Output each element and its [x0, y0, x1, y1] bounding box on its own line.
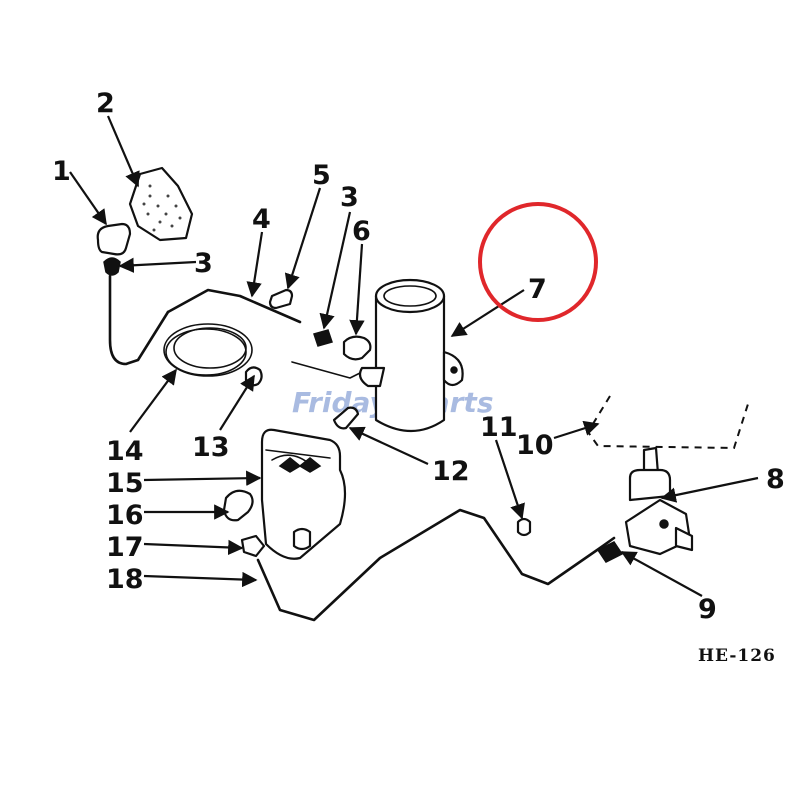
callout-3-center: 3: [340, 182, 359, 213]
callout-15: 15: [106, 468, 144, 499]
wire-lead: [291, 361, 371, 379]
part-6-elbow: [342, 335, 372, 361]
part-14-coiled-line: [163, 323, 253, 377]
part-7-fuel-pump: [358, 278, 464, 432]
callout-1: 1: [52, 156, 71, 187]
part-16-elbow: [222, 489, 254, 522]
part-12-nipple: [332, 406, 360, 430]
part-5-fitting: [268, 288, 294, 310]
leader-lines: [69, 115, 759, 597]
part-3-bolt-center: [313, 329, 333, 347]
callout-7: 7: [528, 274, 547, 305]
part-11-clip: [516, 517, 532, 537]
callout-2: 2: [96, 88, 115, 119]
part-2-strainer: [128, 166, 194, 242]
callout-14: 14: [106, 436, 144, 467]
callout-3-left: 3: [194, 248, 213, 279]
part-9-fitting: [596, 541, 624, 563]
callout-5: 5: [312, 160, 331, 191]
part-3-clamp-left: [103, 257, 121, 276]
callout-13: 13: [192, 432, 230, 463]
callout-17: 17: [106, 532, 144, 563]
part-10-tank-outline: [586, 395, 749, 450]
part-15-filter-assembly: [260, 428, 347, 560]
callout-8: 8: [766, 464, 785, 495]
callout-16: 16: [106, 500, 144, 531]
callout-11: 11: [480, 412, 518, 443]
part-18-fuel-line: [256, 508, 616, 622]
callout-9: 9: [698, 594, 717, 625]
figure-reference: HE-126: [698, 646, 776, 666]
callout-6: 6: [352, 216, 371, 247]
pipe-left-drop: [108, 274, 170, 366]
callout-10: 10: [516, 430, 554, 461]
part-8-shutoff-valve: [624, 446, 694, 556]
part-1-elbow: [96, 222, 132, 256]
callout-18: 18: [106, 564, 144, 595]
highlight-circle: [478, 202, 598, 322]
part-4-fuel-line: [166, 288, 302, 324]
part-17-fitting: [240, 534, 266, 558]
callout-4: 4: [252, 204, 271, 235]
callout-12: 12: [432, 456, 470, 487]
